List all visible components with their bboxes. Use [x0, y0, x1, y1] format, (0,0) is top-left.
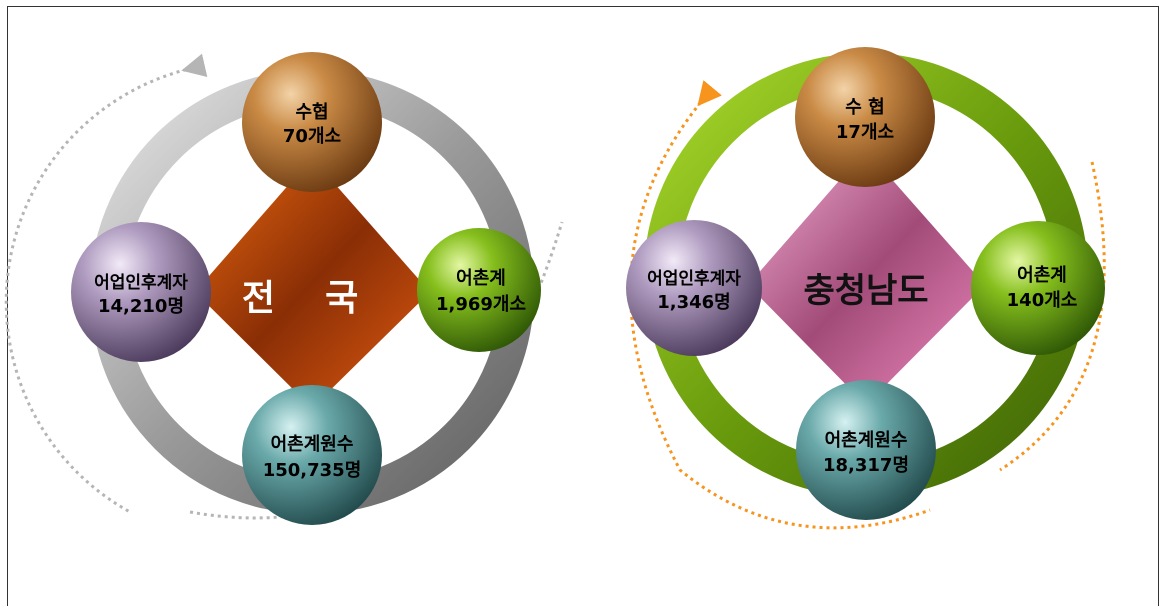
svg-text:70개소: 70개소 — [283, 126, 341, 147]
svg-text:어촌계원수: 어촌계원수 — [825, 430, 908, 451]
left-center-title: 전 국 — [242, 278, 358, 319]
right-center-diamond — [748, 150, 985, 405]
svg-text:어촌계: 어촌계 — [1017, 265, 1067, 286]
svg-text:18,317명: 18,317명 — [823, 455, 909, 476]
right-ball-right: 어촌계 140개소 — [971, 221, 1105, 355]
svg-text:어업인후계자: 어업인후계자 — [94, 272, 188, 293]
diagram-frame — [7, 6, 1159, 606]
svg-text:어촌계원수: 어촌계원수 — [271, 434, 354, 455]
left-ball-top: 수협 70개소 — [242, 52, 382, 192]
left-ball-bottom: 어촌계원수 150,735명 — [242, 385, 382, 525]
right-ball-top: 수 협 17개소 — [795, 47, 935, 187]
right-diagram: 충청남도 수 협 17개소 어촌계 140개소 어촌계원수 18,317명 어업… — [626, 47, 1106, 530]
right-dotted-arc-left — [629, 80, 931, 530]
svg-text:어업인후계자: 어업인후계자 — [647, 268, 741, 289]
left-dotted-arc-left — [4, 53, 208, 514]
svg-text:1,969개소: 1,969개소 — [436, 294, 526, 315]
left-diagram: 전 국 수협 70개소 어촌계 1,969개소 어촌계원수 150,735명 어… — [4, 52, 564, 525]
right-dotted-arc-right — [999, 161, 1106, 472]
svg-text:수협: 수협 — [295, 101, 328, 123]
right-ball-bottom: 어촌계원수 18,317명 — [796, 380, 936, 520]
right-ball-left: 어업인후계자 1,346명 — [626, 220, 762, 356]
left-ball-right: 어촌계 1,969개소 — [417, 228, 541, 352]
left-ball-left: 어업인후계자 14,210명 — [71, 222, 211, 362]
svg-text:150,735명: 150,735명 — [263, 460, 362, 481]
svg-text:1,346명: 1,346명 — [657, 292, 731, 313]
svg-text:어촌계: 어촌계 — [456, 268, 506, 289]
svg-text:수 협: 수 협 — [845, 96, 884, 118]
left-center-diamond — [195, 158, 430, 408]
svg-text:14,210명: 14,210명 — [98, 296, 184, 317]
svg-text:17개소: 17개소 — [836, 122, 894, 143]
svg-text:140개소: 140개소 — [1007, 290, 1078, 311]
right-center-title: 충청남도 — [803, 271, 928, 311]
